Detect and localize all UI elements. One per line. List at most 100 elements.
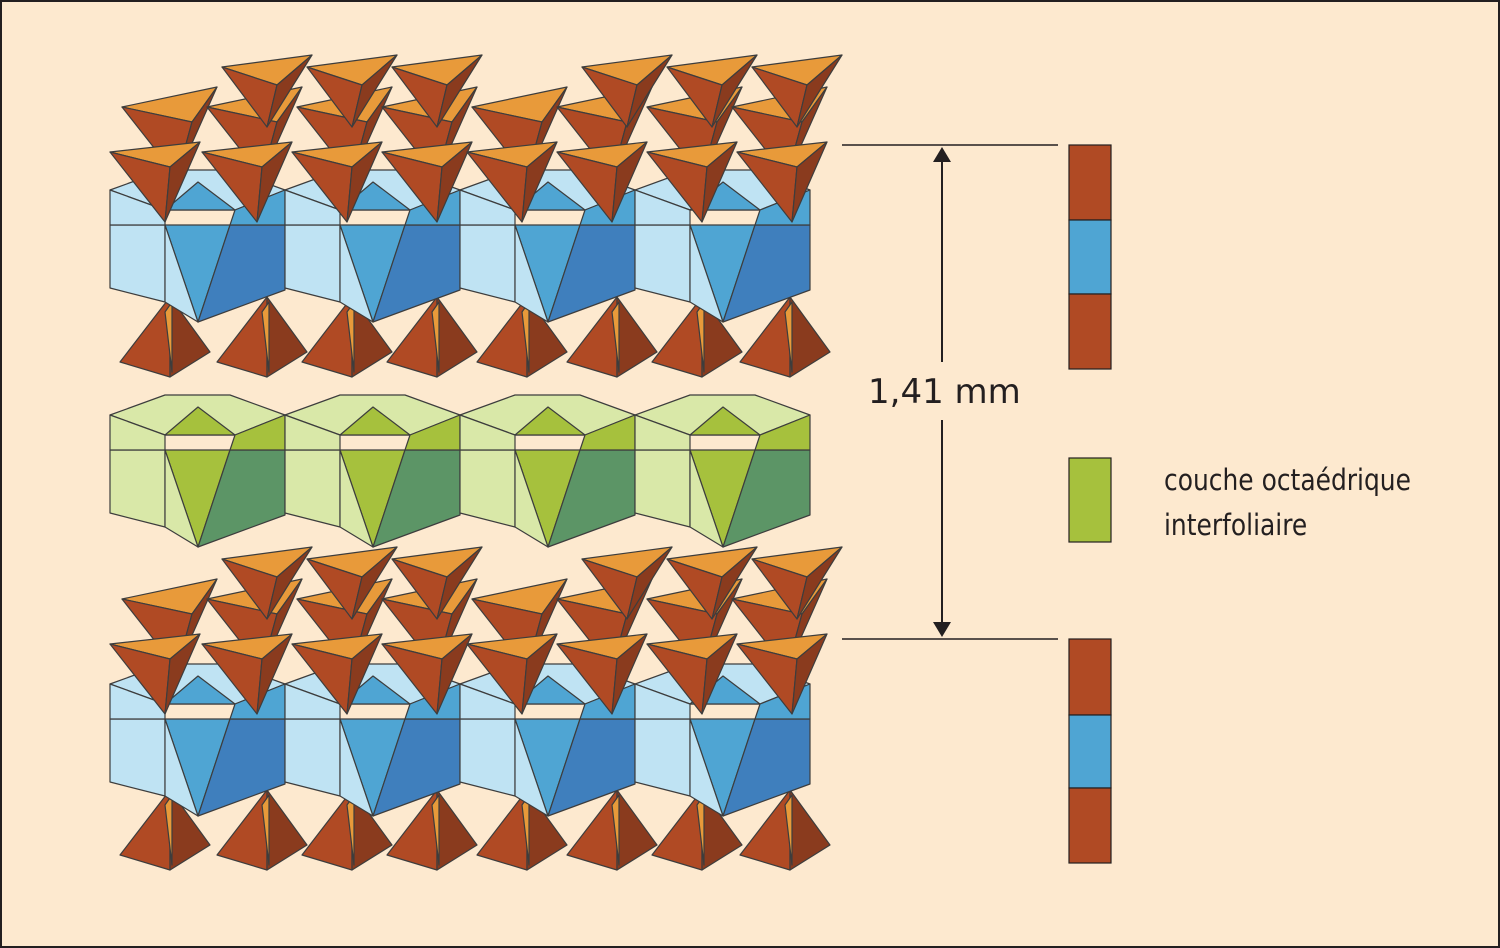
sheet1-upper-tetra-back-right	[351, 54, 398, 128]
sheet1-upper-tetra-front-right	[164, 141, 201, 223]
sheet1-upper-tetra-back-right	[796, 54, 843, 128]
sheet2-upper-tetra-front-right	[791, 633, 828, 715]
sheet1-octa-side-left	[459, 224, 516, 303]
sheet1-lower-tetra-right	[789, 296, 831, 378]
interlayer-octa-side-left	[634, 449, 691, 528]
sheet2-upper-tetra-front-right	[701, 633, 738, 715]
sheet2-lower-tetra-edge	[164, 794, 173, 866]
sheet2-lower-tetra-right	[616, 789, 658, 871]
sheet2-lower-tetra-edge	[261, 794, 270, 866]
sheet1-lower-tetra-edge	[431, 301, 440, 373]
sheet2-octa-face-left	[164, 718, 199, 817]
interlayer-octa-face-left	[339, 449, 374, 548]
sheet1-upper-tetra-back-right	[436, 54, 483, 128]
sheet2-upper-tetra-back-right	[351, 546, 398, 620]
interlayer-octa-side-left	[284, 449, 341, 528]
sheet1-lower-tetra-edge	[261, 301, 270, 373]
sheet1-octa-top-left	[634, 189, 691, 226]
interlayer-octa-top-left	[459, 414, 516, 451]
sheet2-octa-top-left	[109, 683, 166, 720]
crystal-model	[109, 54, 843, 871]
sheet1-upper-tetra-front-right	[256, 141, 293, 223]
sheet2-upper-tetra-back-right	[796, 546, 843, 620]
sheet1-octa-side-left	[634, 224, 691, 303]
legend-bar-top-tetrahedral-2	[1068, 293, 1112, 370]
interlayer-octa-face-left	[689, 449, 724, 548]
sheet2-lower-tetra-edge	[784, 794, 793, 866]
sheet1-lower-tetra-edge	[611, 301, 620, 373]
sheet2-lower-tetra-left	[651, 789, 703, 871]
arrowhead-up-icon	[933, 147, 951, 162]
sheet2-upper-tetra-back-right	[626, 546, 673, 620]
sheet2-upper-tetra-back-right	[266, 546, 313, 620]
sheet1-lower-tetra-right	[616, 296, 658, 378]
sheet2-lower-tetra-right	[266, 789, 308, 871]
sheet2-octa-side-left	[634, 718, 691, 797]
sheet1-upper-tetra-back-right	[711, 54, 758, 128]
arrowhead-down-icon	[933, 622, 951, 637]
sheet1-octa-face-left	[689, 224, 724, 323]
sheet2-lower-tetra-left	[301, 789, 353, 871]
sheet2-upper-tetra-front-right	[346, 633, 383, 715]
sheet1-upper-tetra-front-right	[436, 141, 473, 223]
sheet2-upper-tetra-front-right	[521, 633, 558, 715]
legend-bar-top	[1068, 144, 1112, 370]
sheet2-octa-top-left	[459, 683, 516, 720]
interlayer-octa-face-left	[164, 449, 199, 548]
legend-label-line-1: couche octaédrique	[1164, 463, 1411, 497]
sheet1-upper-tetra-front-right	[346, 141, 383, 223]
interlayer-octa-top-left	[634, 414, 691, 451]
sheet1-upper-tetra-front-right	[611, 141, 648, 223]
sheet2-octa-face-left	[514, 718, 549, 817]
sheet1-octa-face-left	[514, 224, 549, 323]
sheet2-upper-tetra-front-right	[256, 633, 293, 715]
interlayer-octa-face-left	[514, 449, 549, 548]
sheet1-octa-top-left	[459, 189, 516, 226]
sheet1-octa-top-left	[284, 189, 341, 226]
interlayer-octa-top-right	[754, 414, 811, 451]
sheet2-lower-tetra-edge	[431, 794, 440, 866]
sheet2-octa-top-left	[634, 683, 691, 720]
sheet2-octa-top-left	[284, 683, 341, 720]
legend-bar-bottom	[1068, 638, 1112, 864]
sheet1-lower-tetra-left	[301, 296, 353, 378]
sheet2-lower-tetra-left	[476, 789, 528, 871]
interlayer-octa-side-left	[459, 449, 516, 528]
sheet2-lower-tetra-edge	[611, 794, 620, 866]
interlayer-octa-rim-face	[514, 406, 586, 436]
sheet1-octa-face-left	[339, 224, 374, 323]
sheet1-upper-tetra-back-right	[266, 54, 313, 128]
interlayer-octa-rim-face	[339, 406, 411, 436]
sheet2-upper-tetra-back-right	[711, 546, 758, 620]
sheet1-lower-tetra-right	[266, 296, 308, 378]
sheet1-octa-top-left	[109, 189, 166, 226]
sheet2-upper-tetra-front-right	[164, 633, 201, 715]
legend-bar-bottom-tetrahedral-1	[1068, 638, 1112, 716]
sheet2-octa-side-left	[109, 718, 166, 797]
legend-bar-bottom-octahedral	[1068, 714, 1112, 789]
sheet1-lower-tetra-edge	[164, 301, 173, 373]
legend-bar-top-tetrahedral-1	[1068, 144, 1112, 221]
interlayer-octa-rim-face	[164, 406, 236, 436]
sheet1-upper-tetra-front-right	[701, 141, 738, 223]
legend-bar-bottom-tetrahedral-2	[1068, 787, 1112, 864]
sheet1-octa-face-left	[164, 224, 199, 323]
sheet2-octa-rim-face	[164, 675, 236, 705]
sheet2-lower-tetra-right	[436, 789, 478, 871]
sheet2-octa-face-left	[689, 718, 724, 817]
sheet2-upper-tetra-back-right	[436, 546, 483, 620]
sheet2-lower-tetra-left	[119, 789, 171, 871]
sheet1-upper-tetra-back-right	[626, 54, 673, 128]
sheet1-octa-side-left	[109, 224, 166, 303]
sheet1-lower-tetra-left	[476, 296, 528, 378]
interlayer-octa-side-left	[109, 449, 166, 528]
sheet2-octa-face-left	[339, 718, 374, 817]
interlayer-octa-top-left	[109, 414, 166, 451]
legend-swatch-interlayer	[1068, 457, 1112, 543]
sheet1-lower-tetra-edge	[784, 301, 793, 373]
sheet1-lower-tetra-left	[119, 296, 171, 378]
sheet1-upper-tetra-front-right	[791, 141, 828, 223]
interlayer-octa-top-left	[284, 414, 341, 451]
